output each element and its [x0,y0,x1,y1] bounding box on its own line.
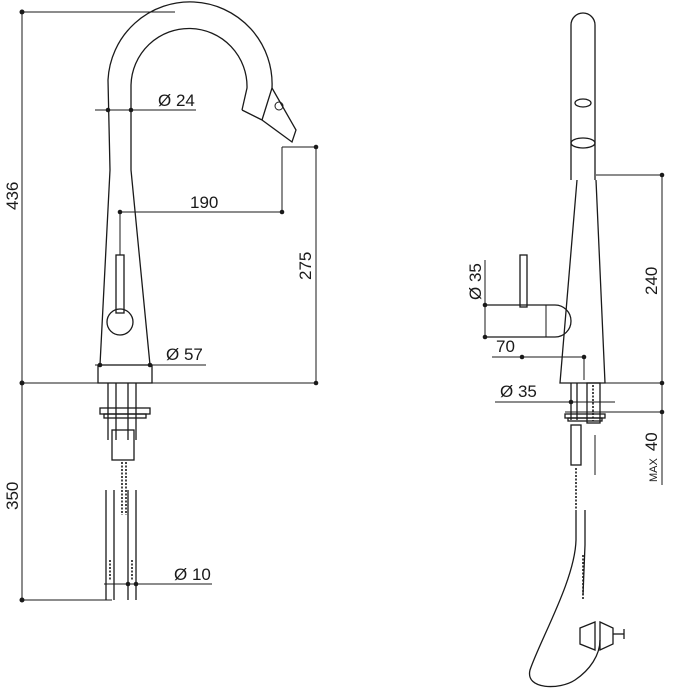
max-deck-thickness-label: MAX 40 [642,432,661,482]
base-diameter-label: Ø 57 [166,345,203,364]
lever-handle-side [519,254,528,308]
outlet-height-label: 275 [296,252,315,280]
faucet-body-side [485,12,606,384]
hose-weight-clamp [579,621,596,651]
below-deck-length-label: 350 [3,482,22,510]
handle-diameter-label: Ø 35 [466,263,485,300]
spout-reach-label: 190 [190,193,218,212]
handle-length-label: 70 [496,337,515,356]
lever-handle [115,254,125,314]
mounting-hardware-side [529,382,625,688]
mounting-hardware-front [99,383,151,600]
total-height-label: 436 [3,182,22,210]
height-to-handle-label: 240 [642,267,661,295]
front-view: 436 350 Ø 24 190 275 [3,1,319,603]
side-view: Ø 35 70 240 Ø 35 MAX 40 [466,12,665,688]
dimension-total-height: 436 350 [3,9,318,603]
hose-diameter-label: Ø 10 [174,565,211,584]
faucet-body-front [97,1,297,384]
spout-diameter-label: Ø 24 [158,91,195,110]
mounting-hole-diameter-label: Ø 35 [500,382,537,401]
